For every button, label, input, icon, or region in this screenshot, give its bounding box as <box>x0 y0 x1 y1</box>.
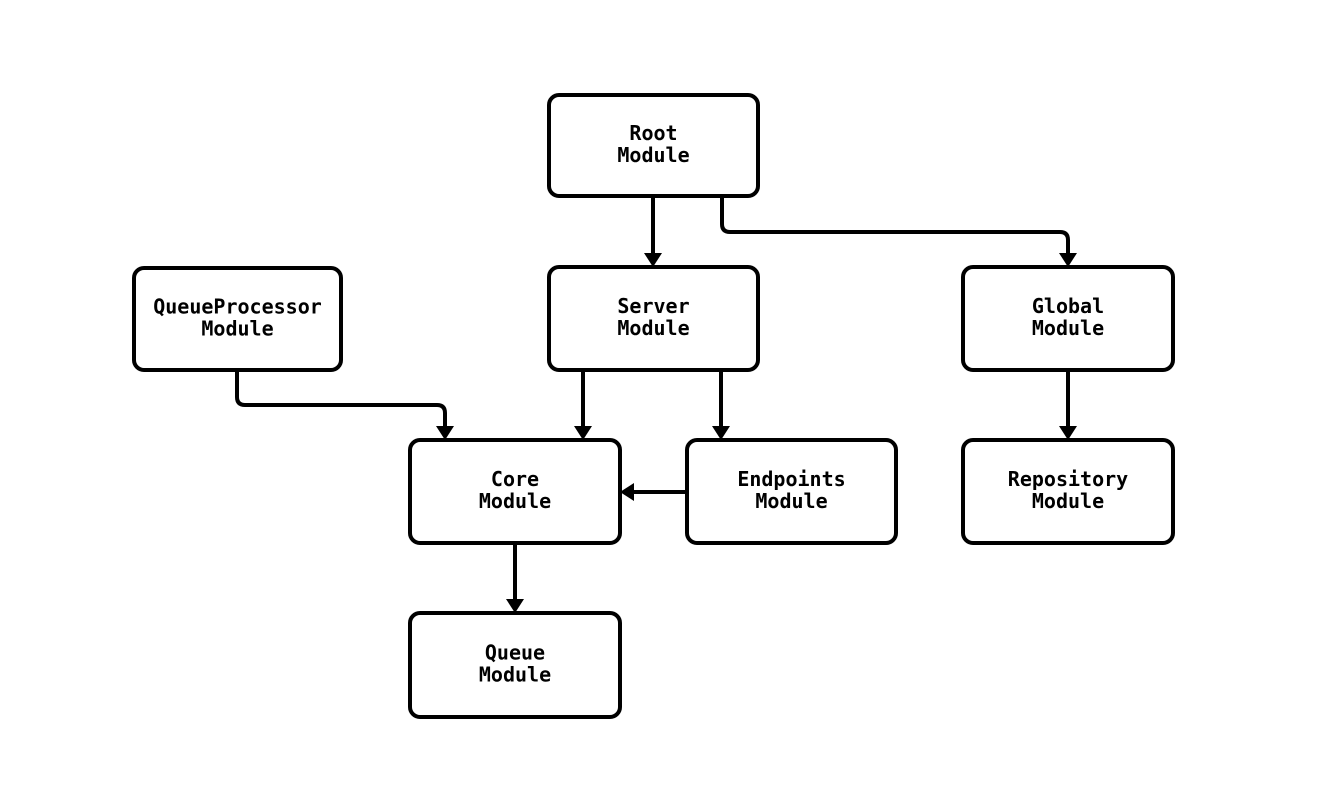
edge-server-to-core <box>574 370 592 440</box>
node-label-primary-queueprocessor: QueueProcessor <box>153 295 322 319</box>
edge-arrowhead <box>1059 426 1077 440</box>
edge-root-to-global <box>720 196 1077 267</box>
node-label-primary-repository: Repository <box>1008 467 1128 491</box>
edge-line <box>235 370 447 426</box>
node-label-secondary-server: Module <box>617 316 689 340</box>
node-label-secondary-global: Module <box>1032 316 1104 340</box>
edge-arrowhead <box>644 253 662 267</box>
edge-core-to-queue <box>506 543 524 613</box>
edge-arrowhead <box>620 483 634 501</box>
node-label-primary-core: Core <box>491 467 539 491</box>
node-label-primary-endpoints: Endpoints <box>737 467 845 491</box>
node-box-root[interactable] <box>547 93 760 198</box>
node-label-primary-root: Root <box>629 121 677 145</box>
node-label-secondary-queueprocessor: Module <box>201 317 273 341</box>
edge-line <box>720 196 1070 253</box>
node-label-secondary-core: Module <box>479 489 551 513</box>
node-label-primary-queue: Queue <box>485 641 545 665</box>
nodes-layer: RootModuleQueueProcessorModuleServerModu… <box>132 93 1175 719</box>
node-label-primary-server: Server <box>617 294 689 318</box>
edge-server-to-endpoints <box>712 370 730 440</box>
node-box-endpoints[interactable] <box>685 438 898 545</box>
edge-root-to-server <box>644 196 662 267</box>
node-box-server[interactable] <box>547 265 760 372</box>
node-box-queueprocessor[interactable] <box>132 266 343 372</box>
edge-endpoints-to-core <box>620 483 687 501</box>
node-box-global[interactable] <box>961 265 1175 372</box>
node-label-secondary-root: Module <box>617 143 689 167</box>
edge-arrowhead <box>712 426 730 440</box>
node-label-primary-global: Global <box>1032 294 1104 318</box>
edge-queueprocessor-to-core <box>235 370 454 440</box>
edges-layer <box>235 196 1077 613</box>
node-box-core[interactable] <box>408 438 622 545</box>
node-label-secondary-queue: Module <box>479 663 551 687</box>
node-label-secondary-endpoints: Module <box>755 489 827 513</box>
node-label-secondary-repository: Module <box>1032 489 1104 513</box>
edge-global-to-repository <box>1059 370 1077 440</box>
node-box-repository[interactable] <box>961 438 1175 545</box>
edge-arrowhead <box>436 426 454 440</box>
node-box-queue[interactable] <box>408 611 622 719</box>
edge-arrowhead <box>574 426 592 440</box>
edge-arrowhead <box>506 599 524 613</box>
edge-arrowhead <box>1059 253 1077 267</box>
